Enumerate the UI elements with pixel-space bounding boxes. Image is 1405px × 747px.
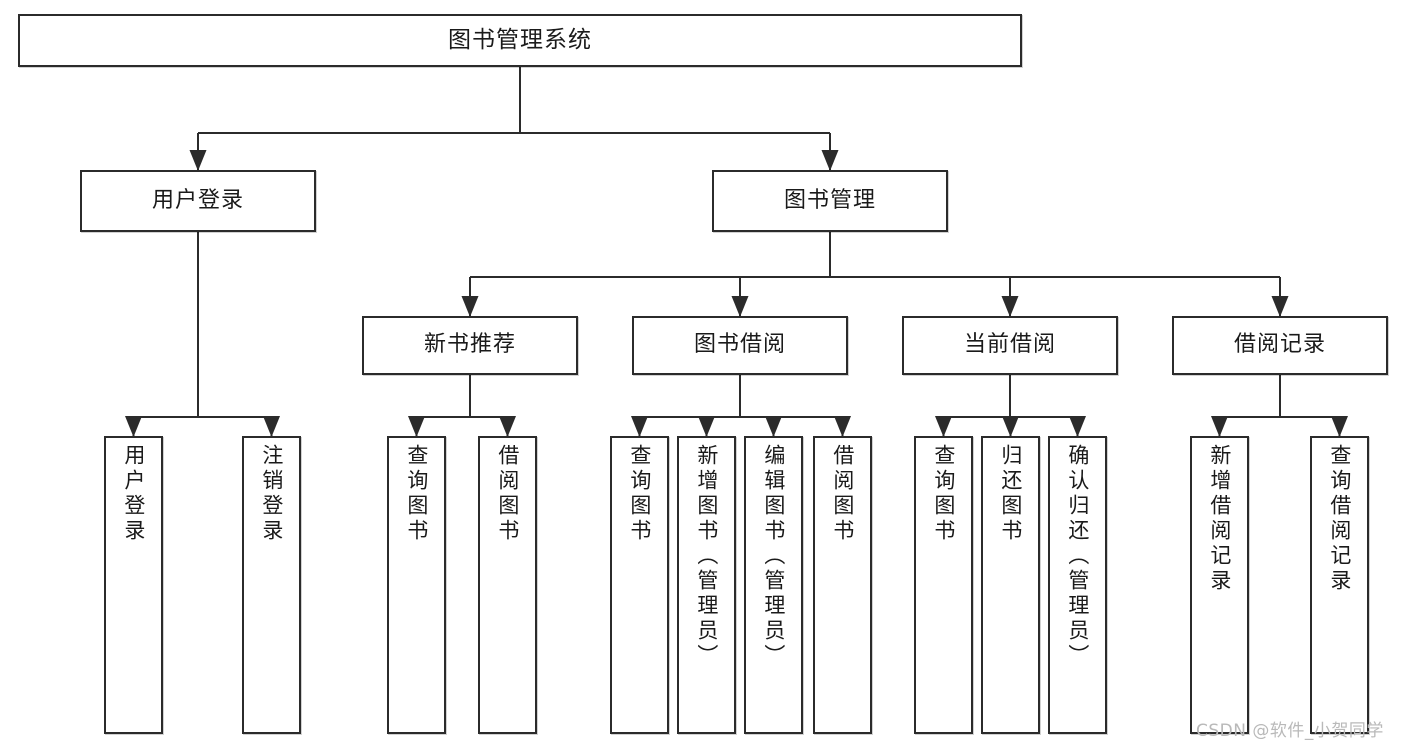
node-new-book-recommend[interactable]: 新书推荐 <box>362 316 578 375</box>
node-leaf-query-book-3[interactable]: 查询图书 <box>914 436 973 734</box>
node-label: 新增借阅记录 <box>1207 444 1232 594</box>
node-label: 用户登录 <box>151 187 244 213</box>
node-label: 编辑图书（管理员） <box>761 444 786 669</box>
node-label: 查询图书 <box>931 444 956 544</box>
node-label: 图书借阅 <box>693 332 786 358</box>
node-label: 用户登录 <box>121 444 146 544</box>
node-borrow-record[interactable]: 借阅记录 <box>1172 316 1388 375</box>
node-book-admin[interactable]: 图书管理 <box>712 170 948 232</box>
node-leaf-return-book[interactable]: 归还图书 <box>981 436 1040 734</box>
csdn-watermark: CSDN @软件_小贺同学 <box>1196 721 1384 741</box>
node-leaf-query-book-2[interactable]: 查询图书 <box>610 436 669 734</box>
node-leaf-user-login[interactable]: 用户登录 <box>104 436 163 734</box>
node-label: 查询图书 <box>627 444 652 544</box>
node-leaf-add-record[interactable]: 新增借阅记录 <box>1190 436 1249 734</box>
node-leaf-borrow-book-1[interactable]: 借阅图书 <box>478 436 537 734</box>
node-label: 确认归还（管理员） <box>1065 444 1090 669</box>
node-label: 查询图书 <box>404 444 429 544</box>
node-root[interactable]: 图书管理系统 <box>18 14 1022 67</box>
node-leaf-edit-book[interactable]: 编辑图书（管理员） <box>744 436 803 734</box>
node-label: 新书推荐 <box>423 332 516 358</box>
node-label: 借阅图书 <box>830 444 855 544</box>
node-label: 查询借阅记录 <box>1327 444 1352 594</box>
node-label: 图书管理 <box>783 187 876 213</box>
node-book-borrow[interactable]: 图书借阅 <box>632 316 848 375</box>
node-label: 当前借阅 <box>963 332 1056 358</box>
node-leaf-query-book-1[interactable]: 查询图书 <box>387 436 446 734</box>
node-label: 注销登录 <box>259 444 284 544</box>
node-label: 借阅图书 <box>495 444 520 544</box>
node-label: 归还图书 <box>998 444 1023 544</box>
node-leaf-query-record[interactable]: 查询借阅记录 <box>1310 436 1369 734</box>
node-label: 借阅记录 <box>1233 332 1326 358</box>
node-label: 图书管理系统 <box>448 26 592 53</box>
node-leaf-borrow-book-2[interactable]: 借阅图书 <box>813 436 872 734</box>
node-leaf-logout[interactable]: 注销登录 <box>242 436 301 734</box>
node-leaf-add-book[interactable]: 新增图书（管理员） <box>677 436 736 734</box>
node-leaf-confirm-return[interactable]: 确认归还（管理员） <box>1048 436 1107 734</box>
node-label: 新增图书（管理员） <box>694 444 719 669</box>
node-user-login[interactable]: 用户登录 <box>80 170 316 232</box>
node-current-borrow[interactable]: 当前借阅 <box>902 316 1118 375</box>
